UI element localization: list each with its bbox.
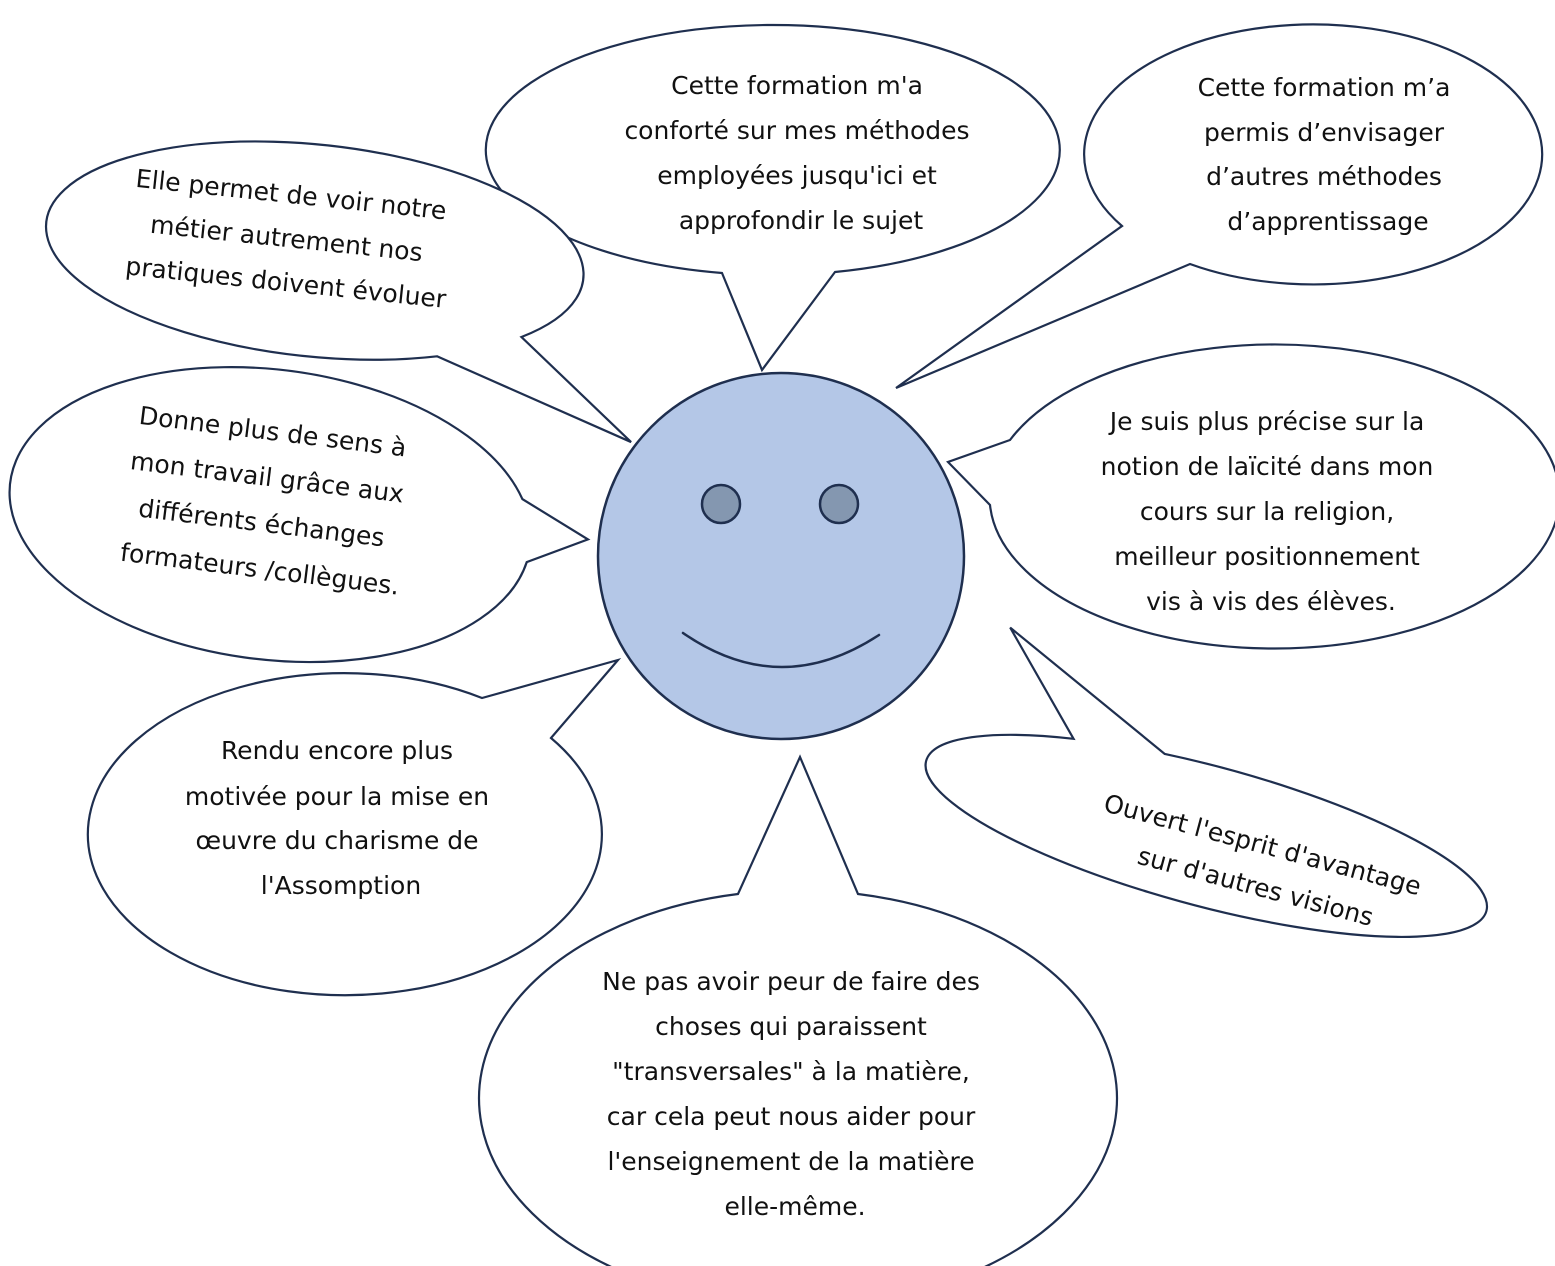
- bubble-line: "transversales" à la matière,: [612, 1057, 970, 1086]
- speech-bubble-4: Donne plus de sens à mon travail grâce a…: [8, 366, 591, 664]
- speech-bubble-2: Cette formation m’a permis d’envisager d…: [895, 23, 1544, 390]
- smile-mouth: [681, 631, 881, 669]
- speech-bubble-1: Cette formation m'a conforté sur mes mét…: [484, 23, 1061, 373]
- bubble-text: Cette formation m’a permis d’envisager d…: [1198, 73, 1459, 236]
- bubble-line: Cette formation m’a: [1198, 73, 1451, 102]
- bubble-line: l'Assomption: [261, 871, 421, 900]
- bubble-shape: [44, 140, 632, 444]
- bubble-text: Je suis plus précise sur la notion de la…: [1101, 407, 1442, 616]
- speech-bubble-7: Ouvert l'esprit d'avantage sur d'autres …: [924, 626, 1489, 938]
- face-circle: [596, 371, 966, 741]
- bubble-line: cours sur la religion,: [1140, 497, 1394, 526]
- bubble-shape: [86, 657, 622, 997]
- bubble-line: approfondir le sujet: [679, 206, 924, 235]
- bubble-line: Rendu encore plus: [221, 736, 453, 765]
- bubble-line: meilleur positionnement: [1114, 542, 1420, 571]
- bubble-line: l'enseignement de la matière: [607, 1147, 974, 1176]
- bubble-text: Cette formation m'a conforté sur mes mét…: [624, 71, 977, 235]
- bubble-line: d’autres méthodes: [1206, 162, 1442, 191]
- bubble-line: car cela peut nous aider pour: [607, 1102, 976, 1131]
- bubble-line: employées jusqu'ici et: [657, 161, 937, 190]
- bubble-line: conforté sur mes méthodes: [624, 116, 969, 145]
- bubble-line: elle-même.: [724, 1192, 865, 1221]
- bubble-shape: [924, 626, 1489, 938]
- speech-bubble-3: Elle permet de voir notre métier autreme…: [44, 140, 632, 444]
- bubble-shape: [8, 366, 591, 664]
- bubble-line: d’apprentissage: [1227, 207, 1428, 236]
- bubble-text: Rendu encore plus motivée pour la mise e…: [185, 736, 497, 900]
- bubble-line: permis d’envisager: [1204, 118, 1445, 147]
- bubble-line: notion de laïcité dans mon: [1101, 452, 1434, 481]
- bubble-line: choses qui paraissent: [655, 1012, 927, 1041]
- bubble-line: Cette formation m'a: [671, 71, 923, 100]
- bubble-line: œuvre du charisme de: [196, 826, 479, 855]
- smiley-face-icon: [596, 371, 966, 741]
- bubble-shape: [477, 754, 1119, 1266]
- bubble-line: Je suis plus précise sur la: [1108, 407, 1425, 436]
- bubble-shape: [895, 23, 1544, 390]
- bubble-line: vis à vis des élèves.: [1146, 587, 1396, 616]
- right-eye: [818, 483, 860, 525]
- bubble-line: Ne pas avoir peur de faire des: [602, 967, 980, 996]
- speech-bubble-5: Je suis plus précise sur la notion de la…: [946, 343, 1555, 650]
- speech-bubble-8: Ne pas avoir peur de faire des choses qu…: [477, 754, 1119, 1266]
- speech-bubble-6: Rendu encore plus motivée pour la mise e…: [86, 657, 622, 997]
- bubble-shape: [946, 343, 1555, 650]
- bubble-line: motivée pour la mise en: [185, 782, 489, 811]
- bubble-text: Ne pas avoir peur de faire des choses qu…: [602, 967, 988, 1221]
- left-eye: [700, 483, 742, 525]
